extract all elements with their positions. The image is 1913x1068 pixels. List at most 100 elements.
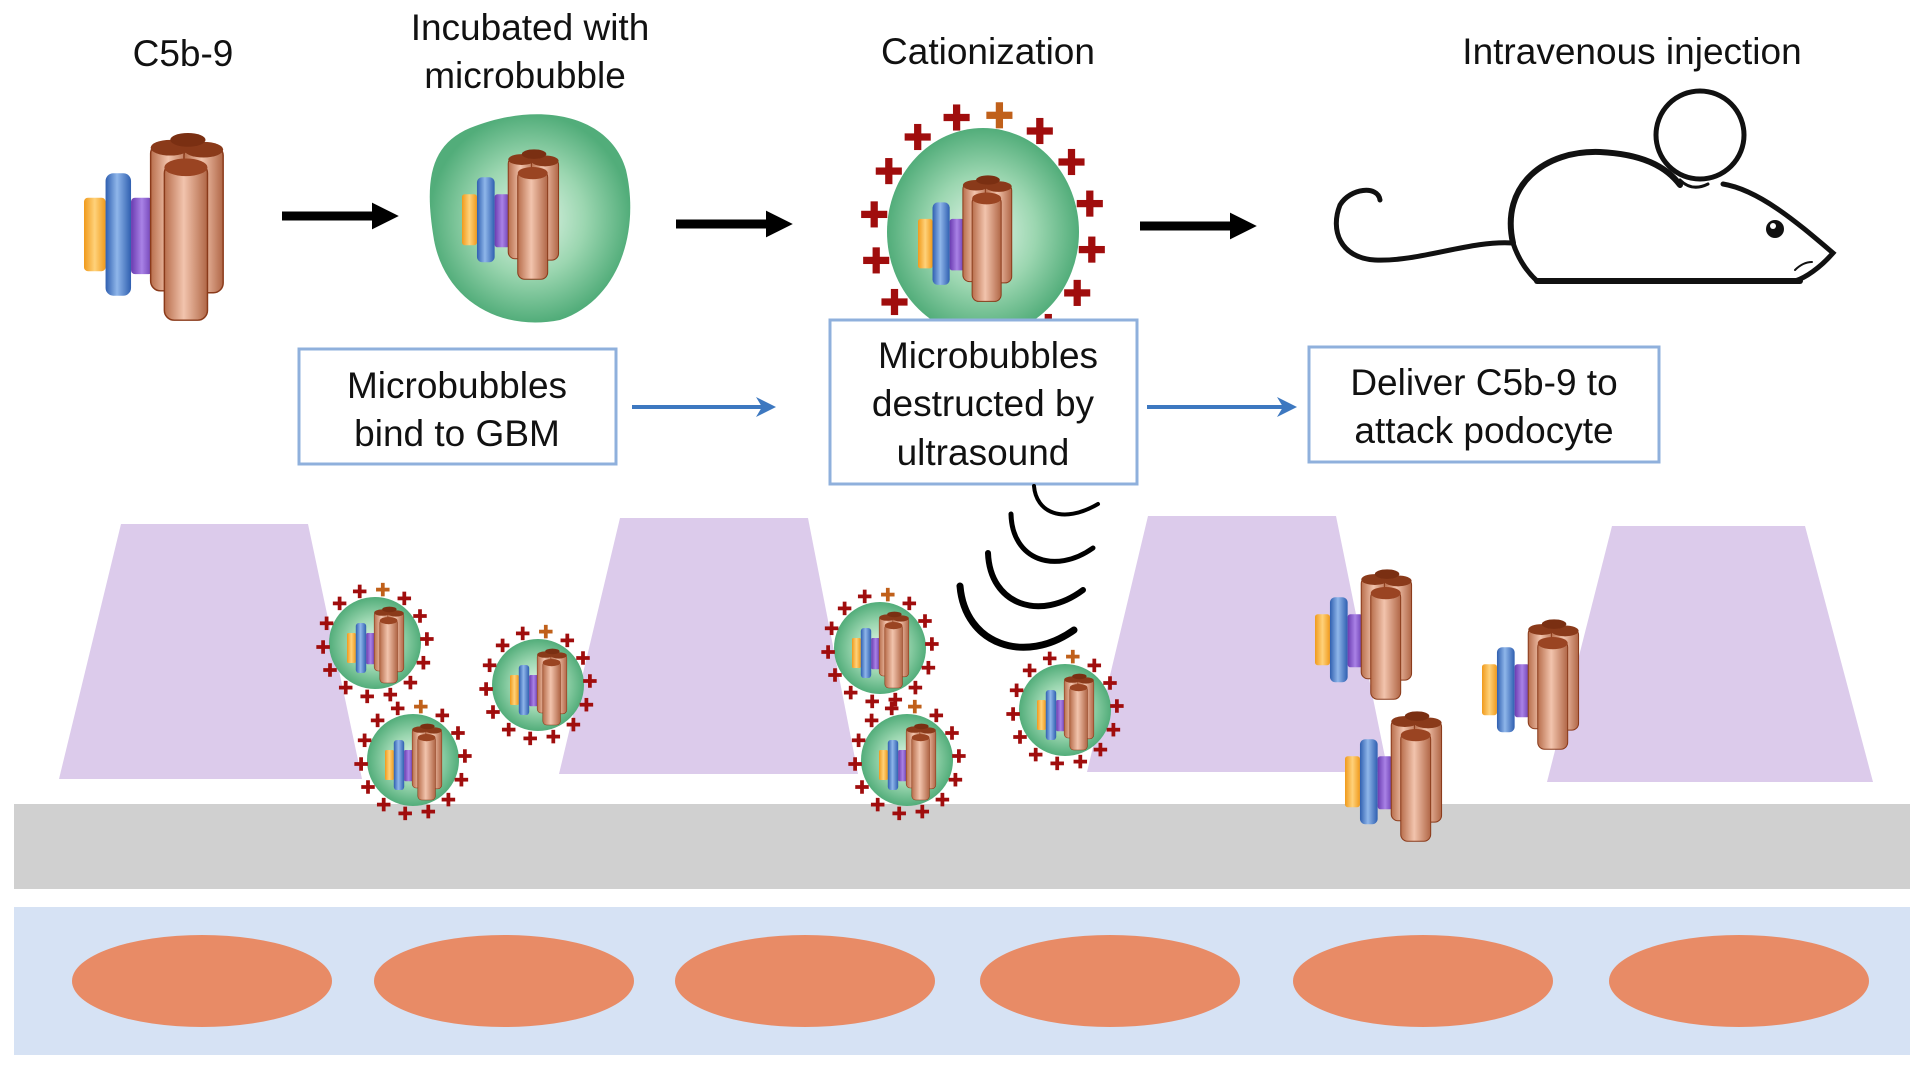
plus-charge-icon — [332, 596, 347, 611]
plus-charge-icon — [454, 772, 469, 787]
plus-charge-icon — [1078, 236, 1105, 263]
plus-charge-icon — [1087, 658, 1102, 673]
plus-charge-icon — [881, 587, 895, 602]
plus-charge-icon — [383, 687, 398, 702]
plus-charge-icon — [929, 708, 944, 723]
step-title-line: C5b-9 — [133, 33, 234, 74]
cationized-microbubble-icon — [821, 587, 939, 709]
plus-charge-icon — [390, 701, 405, 716]
nucleus — [675, 935, 935, 1027]
nucleus — [1609, 935, 1869, 1027]
nucleus — [1293, 935, 1553, 1027]
plus-charge-icon — [1009, 683, 1024, 698]
nucleus — [374, 935, 634, 1027]
podocyte — [1087, 516, 1388, 772]
nuclei — [72, 935, 1869, 1027]
plus-charge-icon — [495, 638, 510, 653]
cationized-microbubble-icon — [354, 699, 472, 821]
box-text-line: Deliver C5b-9 to — [1350, 362, 1617, 403]
nucleus — [72, 935, 332, 1027]
c5b9-complex-icon — [83, 132, 224, 321]
plus-charge-icon — [904, 123, 931, 151]
plus-charge-icon — [843, 685, 858, 700]
plus-charge-icon — [486, 705, 500, 719]
process-box-bind-gbm: Microbubbles bind to GBM — [297, 347, 618, 466]
plus-charge-icon — [435, 708, 450, 723]
process-box-ultrasound: Microbubbles destructed by ultrasound — [828, 318, 1139, 486]
cationized-microbubble-icon — [479, 624, 597, 746]
plus-charge-icon — [943, 104, 970, 131]
plus-charge-icon — [1013, 730, 1027, 744]
microbubble-icon — [429, 114, 631, 323]
plus-charge-icon — [921, 660, 936, 675]
box-text-line: attack podocyte — [1354, 410, 1613, 451]
plus-charge-icon — [1022, 663, 1037, 678]
plus-charge-icon — [420, 632, 434, 646]
step-title-line: microbubble — [424, 55, 626, 96]
plus-charge-icon — [837, 601, 852, 616]
plus-charge-icon — [352, 584, 367, 599]
plus-charge-icon — [361, 780, 375, 794]
step-title-cationization: Cationization — [881, 31, 1095, 72]
plus-charge-icon — [376, 582, 390, 597]
podocytes — [59, 516, 1873, 782]
step-title-line: Incubated with — [411, 7, 650, 48]
plus-charge-icon — [945, 726, 959, 740]
plus-charge-icon — [546, 729, 561, 744]
plus-charge-icon — [523, 731, 537, 746]
plus-charge-icon — [539, 624, 553, 639]
plus-charge-icon — [403, 675, 418, 690]
c5b9-complex-icon — [1481, 618, 1580, 750]
plus-charge-icon — [515, 626, 530, 641]
plus-charge-icon — [458, 749, 472, 763]
gbm-layer — [14, 804, 1910, 889]
plus-charge-icon — [482, 658, 497, 673]
cationized-microbubble-icon — [316, 582, 434, 704]
plus-charge-icon — [397, 591, 412, 606]
step-title-incubated: Incubated with microbubble — [411, 7, 650, 96]
plus-charge-icon — [952, 749, 966, 763]
bound-microbubbles — [316, 582, 1124, 821]
ultrasound-waves-icon — [956, 484, 1100, 651]
plus-charge-icon — [1006, 707, 1020, 721]
plus-charge-icon — [865, 694, 879, 709]
box-text-line: destructed by — [872, 383, 1095, 424]
plus-charge-icon — [908, 680, 923, 695]
plus-charge-icon — [902, 596, 917, 611]
plus-charge-icon — [560, 633, 575, 648]
cationized-microbubble-icon — [861, 102, 1105, 362]
plus-charge-icon — [857, 589, 872, 604]
box-text-line: Microbubbles — [878, 335, 1098, 376]
step-title-line: Intravenous injection — [1462, 31, 1801, 72]
plus-charge-icon — [881, 288, 908, 316]
plus-charge-icon — [357, 733, 372, 748]
plus-charge-icon — [918, 614, 932, 628]
step-title-injection: Intravenous injection — [1462, 31, 1801, 72]
plus-charge-icon — [861, 201, 888, 228]
cationized-microbubble-icon — [1006, 649, 1124, 771]
plus-charge-icon — [925, 637, 939, 651]
plus-charge-icon — [863, 247, 890, 274]
box-text-line: ultrasound — [897, 432, 1070, 473]
plus-charge-icon — [875, 158, 902, 185]
plus-charge-icon — [1058, 148, 1085, 176]
plus-charge-icon — [451, 726, 465, 740]
plus-charge-icon — [948, 772, 963, 787]
plus-charge-icon — [1042, 651, 1057, 666]
plus-charge-icon — [501, 722, 516, 737]
mouse-icon — [1333, 88, 1837, 284]
podocyte — [1547, 526, 1873, 782]
box-text-line: Microbubbles — [347, 365, 567, 406]
plus-charge-icon — [360, 689, 374, 704]
plus-charge-icon — [1050, 756, 1064, 771]
step-title-c5b9: C5b-9 — [133, 33, 234, 74]
step-title-line: Cationization — [881, 31, 1095, 72]
plus-charge-icon — [414, 699, 428, 714]
plus-charge-icon — [413, 609, 427, 623]
plus-charge-icon — [855, 780, 869, 794]
plus-charge-icon — [416, 655, 431, 670]
nucleus — [980, 935, 1240, 1027]
plus-charge-icon — [986, 102, 1013, 129]
cationized-microbubble-icon — [848, 699, 966, 821]
